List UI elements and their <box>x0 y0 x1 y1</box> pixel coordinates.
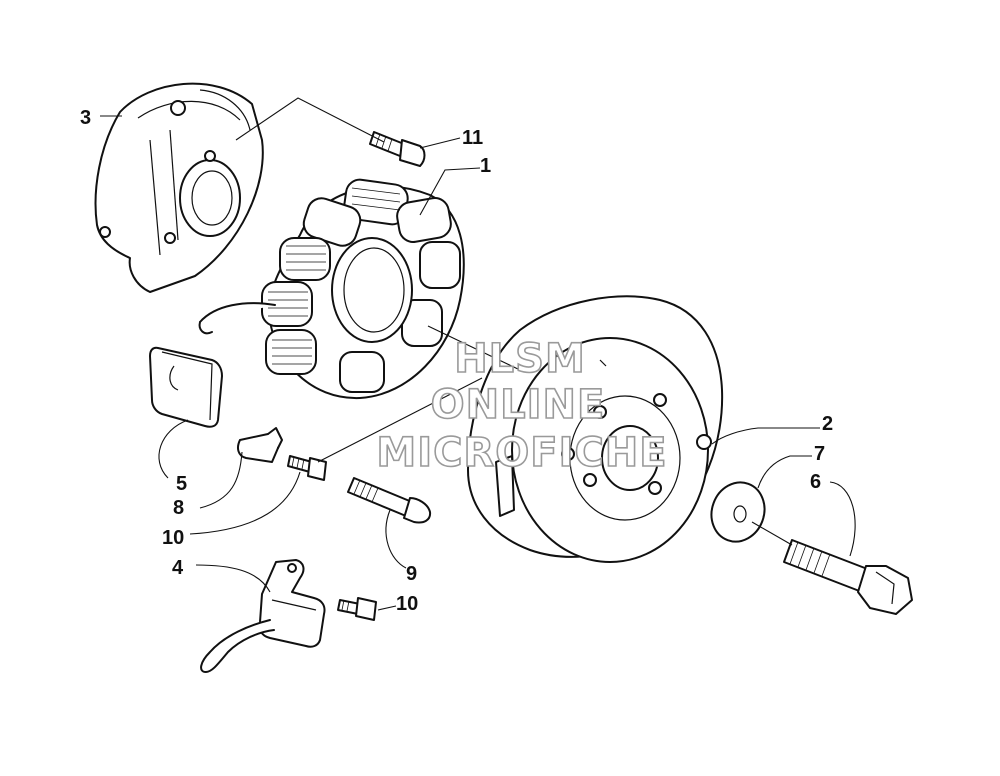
long-bolt-part[interactable] <box>347 477 432 524</box>
pad-part[interactable] <box>149 346 223 428</box>
callout-2: 2 <box>822 413 833 435</box>
callout-9: 9 <box>406 563 417 585</box>
flywheel-part[interactable] <box>467 295 724 563</box>
callout-10-upper: 10 <box>162 527 184 549</box>
callout-1: 1 <box>480 155 491 177</box>
stator-plate-part[interactable] <box>94 82 264 293</box>
washer-part[interactable] <box>703 475 772 549</box>
callout-4: 4 <box>172 557 184 579</box>
watermark-line-3: MICROFICHE <box>376 430 667 476</box>
watermark-line-1: HLSM <box>454 336 586 382</box>
callout-10-lower: 10 <box>396 593 418 615</box>
watermark-line-2: ONLINE <box>431 382 606 428</box>
callout-11: 11 <box>462 127 483 149</box>
small-bolt-upper-part[interactable] <box>287 455 327 481</box>
pickup-sensor-part[interactable] <box>200 559 326 673</box>
callout-7: 7 <box>814 443 825 465</box>
watermark: HLSM ONLINE MICROFICHE <box>376 335 668 477</box>
clip-part[interactable] <box>237 427 283 463</box>
leader-lines <box>100 97 856 611</box>
callout-5: 5 <box>176 473 187 495</box>
callout-3: 3 <box>80 107 91 129</box>
callout-labels: 3 11 1 5 8 10 9 4 10 2 7 6 <box>80 107 833 615</box>
flywheel-bolt-part[interactable] <box>783 539 913 615</box>
small-bolt-lower-part[interactable] <box>337 597 377 621</box>
callout-8: 8 <box>173 497 184 519</box>
callout-6: 6 <box>810 471 821 493</box>
stator-coil-part[interactable] <box>198 178 465 400</box>
bolt-11-part[interactable] <box>369 131 426 167</box>
